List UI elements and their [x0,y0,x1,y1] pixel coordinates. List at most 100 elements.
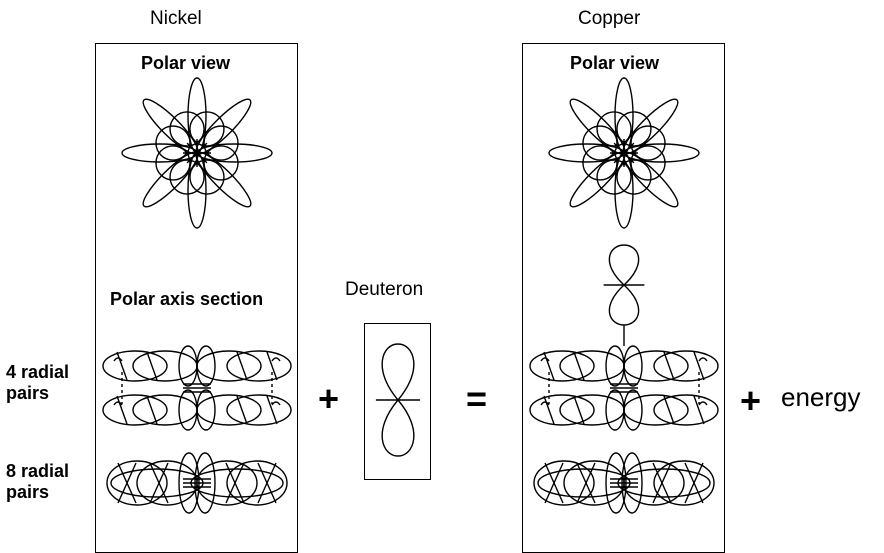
lower-lobe [608,284,640,326]
radial-lobe [196,394,262,426]
deuteron-panel [364,323,431,480]
cross-tick [576,462,596,504]
cross-tick [149,462,169,504]
cross-tick [663,351,675,381]
radial-lobe [533,460,595,506]
inner-lobe [155,145,191,181]
eight-radial-line1: 8 radial [6,461,70,481]
inner-lobe [630,145,666,181]
radial-lobe [623,350,689,382]
cross-tick [543,395,555,425]
core-lobe [178,389,198,431]
small-arc [113,357,123,362]
copper-added-deuteron [603,244,645,326]
cross-tick [146,395,158,425]
copper-radial-row-top [529,345,719,387]
inner-lobe [189,111,225,147]
diagram-artwork [102,77,719,514]
polar-axis-section-label: Polar axis section [110,289,264,309]
radial-lobe [653,394,719,426]
small-arc [698,357,708,362]
cross-tick [543,351,555,381]
radial-lobe [132,350,198,382]
radial-lobe [653,460,715,506]
radial-lobe [102,394,168,426]
core-lobe [196,389,216,431]
cross-tick [652,462,672,504]
nickel-bond-top [183,383,211,393]
eight-radial-pairs-label: 8 radial pairs [6,461,69,503]
nickel-radial-row-bottom [102,389,292,431]
cross-tick [693,351,705,381]
copper-radial-row-bottom [529,389,719,431]
cross-tick [236,351,248,381]
radial-lobe [226,350,292,382]
inner-lobe [596,159,632,195]
deuteron-title: Deuteron [345,279,424,300]
cross-tick [573,395,585,425]
small-arc [540,357,550,362]
radial-lobe [559,394,625,426]
core-lobe [178,345,198,387]
inner-lobe [203,125,239,161]
inner-lobe [630,125,666,161]
small-arc [698,401,708,406]
cross-tick [257,462,277,504]
energy-label: energy [781,382,861,412]
radial-lobe [623,394,689,426]
nickel-polar-view-label: Polar view [141,53,231,73]
four-radial-pairs-label: 4 radial pairs [6,362,69,404]
eight-radial-line2: pairs [6,482,50,502]
inner-lobe [616,159,652,195]
radial-lobe [529,394,595,426]
cross-tick [693,395,705,425]
upper-lobe [608,244,640,286]
copper-polar-star [548,77,700,229]
four-radial-line2: pairs [6,383,50,403]
deuteron-figure [375,343,421,457]
cross-tick [544,462,564,504]
center-spoke [613,142,635,164]
inner-lobe [616,111,652,147]
inner-lobe [203,145,239,181]
cross-tick [266,351,278,381]
inner-lobe [169,159,205,195]
plus-sign: + [318,378,340,419]
cross-tick [684,462,704,504]
inner-lobe [582,125,618,161]
copper-polar-view-label: Polar view [570,53,660,73]
radial-lobe [653,350,719,382]
radial-lobe [559,350,625,382]
radial-lobe [226,460,288,506]
cross-tick [266,395,278,425]
upper-lobe [381,343,415,402]
nickel-title: Nickel [150,8,202,29]
core-lobe [623,345,643,387]
small-arc [113,401,123,406]
inner-lobe [582,145,618,181]
small-arc [271,401,281,406]
cross-tick [116,395,128,425]
cross-tick [225,462,245,504]
nickel-bond-bottom [183,478,211,488]
core-lobe [605,389,625,431]
nickel-polar-star [121,77,273,229]
core-lobe [196,345,216,387]
four-radial-line1: 4 radial [6,362,70,382]
small-arc [271,357,281,362]
nickel-eight-row [106,452,288,514]
core-lobe [605,345,625,387]
cross-tick [236,395,248,425]
plus-energy-sign: + [740,380,762,421]
cross-tick [117,462,137,504]
radial-lobe [102,350,168,382]
cross-tick [663,395,675,425]
radial-lobe [132,394,198,426]
cross-tick [573,351,585,381]
inner-lobe [169,111,205,147]
radial-lobe [196,350,262,382]
lower-lobe [381,398,415,457]
inner-lobe [189,159,225,195]
core-lobe [623,389,643,431]
radial-lobe [529,350,595,382]
